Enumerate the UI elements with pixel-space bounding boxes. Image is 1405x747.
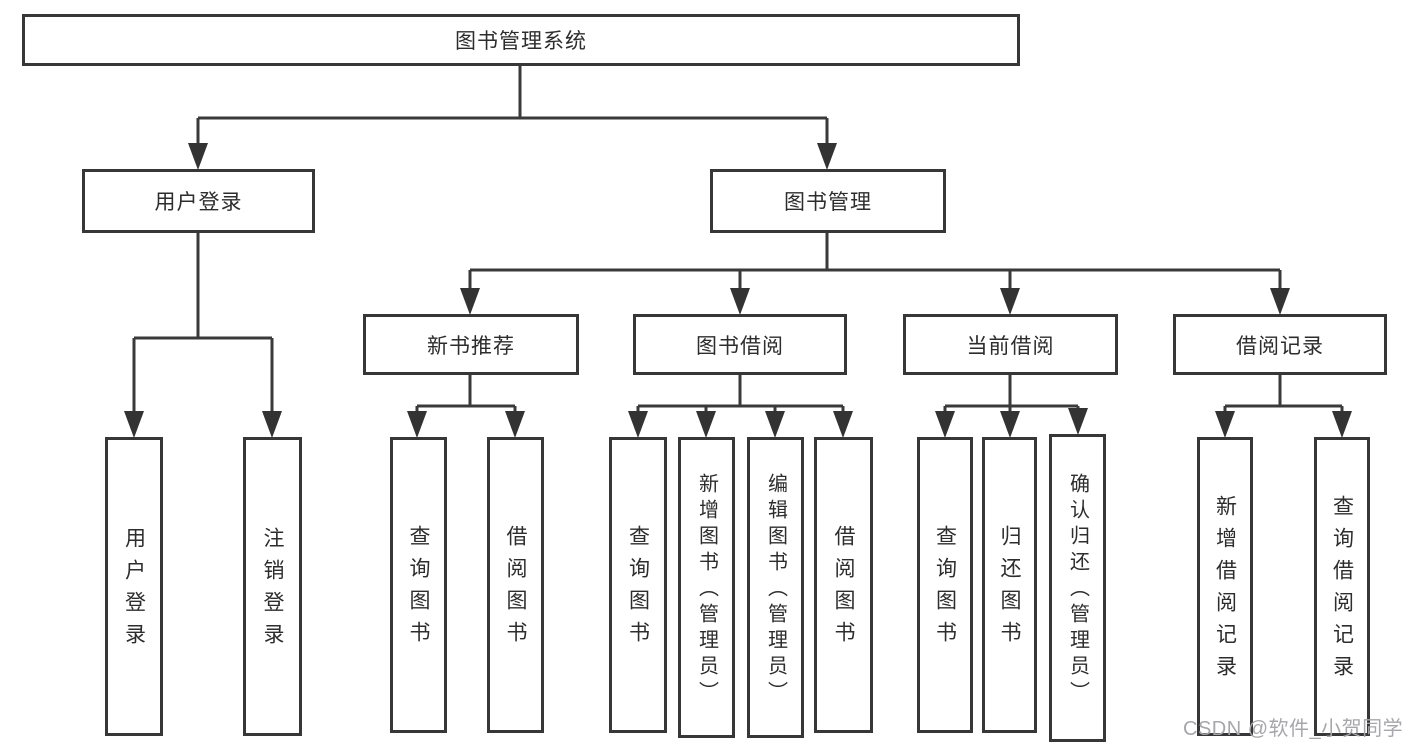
arrowhead-nbr-borrow [505, 411, 525, 438]
node-leaf-return-books: 归还图书 [982, 437, 1037, 733]
node-leaf-edit-books-admin: 编辑图书（管理员） [747, 437, 804, 738]
node-new-book-recommend: 新书推荐 [363, 314, 579, 375]
connector-arrowheads [124, 143, 1352, 438]
node-leaf-query-borrow-record: 查询借阅记录 [1314, 437, 1370, 736]
node-leaf-borrow-books-2: 借阅图书 [814, 437, 873, 733]
arrowhead-book-borrow [730, 288, 750, 315]
arrowhead-cb-confirm [1068, 408, 1088, 435]
arrowhead-cb-query [935, 411, 955, 438]
arrowhead-bb-edit [765, 411, 785, 438]
arrowhead-br-query [1332, 411, 1352, 438]
arrowhead-new-book [460, 288, 480, 315]
arrowhead-bb-borrow [833, 411, 853, 438]
arrowhead-current-borrow [1000, 288, 1020, 315]
node-book-management: 图书管理 [710, 169, 946, 233]
arrowhead-borrow-record [1270, 288, 1290, 315]
node-book-borrowing: 图书借阅 [633, 314, 847, 375]
arrowhead-ul-login [124, 411, 144, 438]
arrowhead-cb-return [1000, 411, 1020, 438]
node-leaf-add-borrow-record: 新增借阅记录 [1197, 437, 1253, 736]
arrowhead-book-mgmt [817, 143, 837, 170]
node-current-borrowing: 当前借阅 [903, 314, 1118, 375]
csdn-watermark: CSDN @软件_小贺同学 [1183, 718, 1404, 740]
arrowhead-ul-logout [262, 411, 282, 438]
arrowhead-bb-query [628, 411, 648, 438]
node-leaf-query-books-3: 查询图书 [917, 437, 973, 733]
node-leaf-add-books-admin: 新增图书（管理员） [678, 437, 735, 738]
arrowhead-user-login [188, 143, 208, 170]
arrowhead-nbr-query [407, 411, 427, 438]
node-library-management-system: 图书管理系统 [22, 14, 1020, 66]
node-borrowing-records: 借阅记录 [1173, 314, 1387, 375]
node-leaf-confirm-return-admin: 确认归还（管理员） [1049, 434, 1106, 742]
node-leaf-user-login: 用户登录 [105, 437, 163, 736]
arrowhead-bb-add [696, 411, 716, 438]
node-leaf-query-books-2: 查询图书 [609, 437, 667, 733]
arrowhead-br-add [1215, 411, 1235, 438]
node-leaf-query-books-1: 查询图书 [390, 437, 447, 733]
node-leaf-borrow-books-1: 借阅图书 [487, 437, 544, 733]
node-leaf-logout-login: 注销登录 [243, 437, 302, 736]
node-user-login: 用户登录 [82, 169, 315, 233]
